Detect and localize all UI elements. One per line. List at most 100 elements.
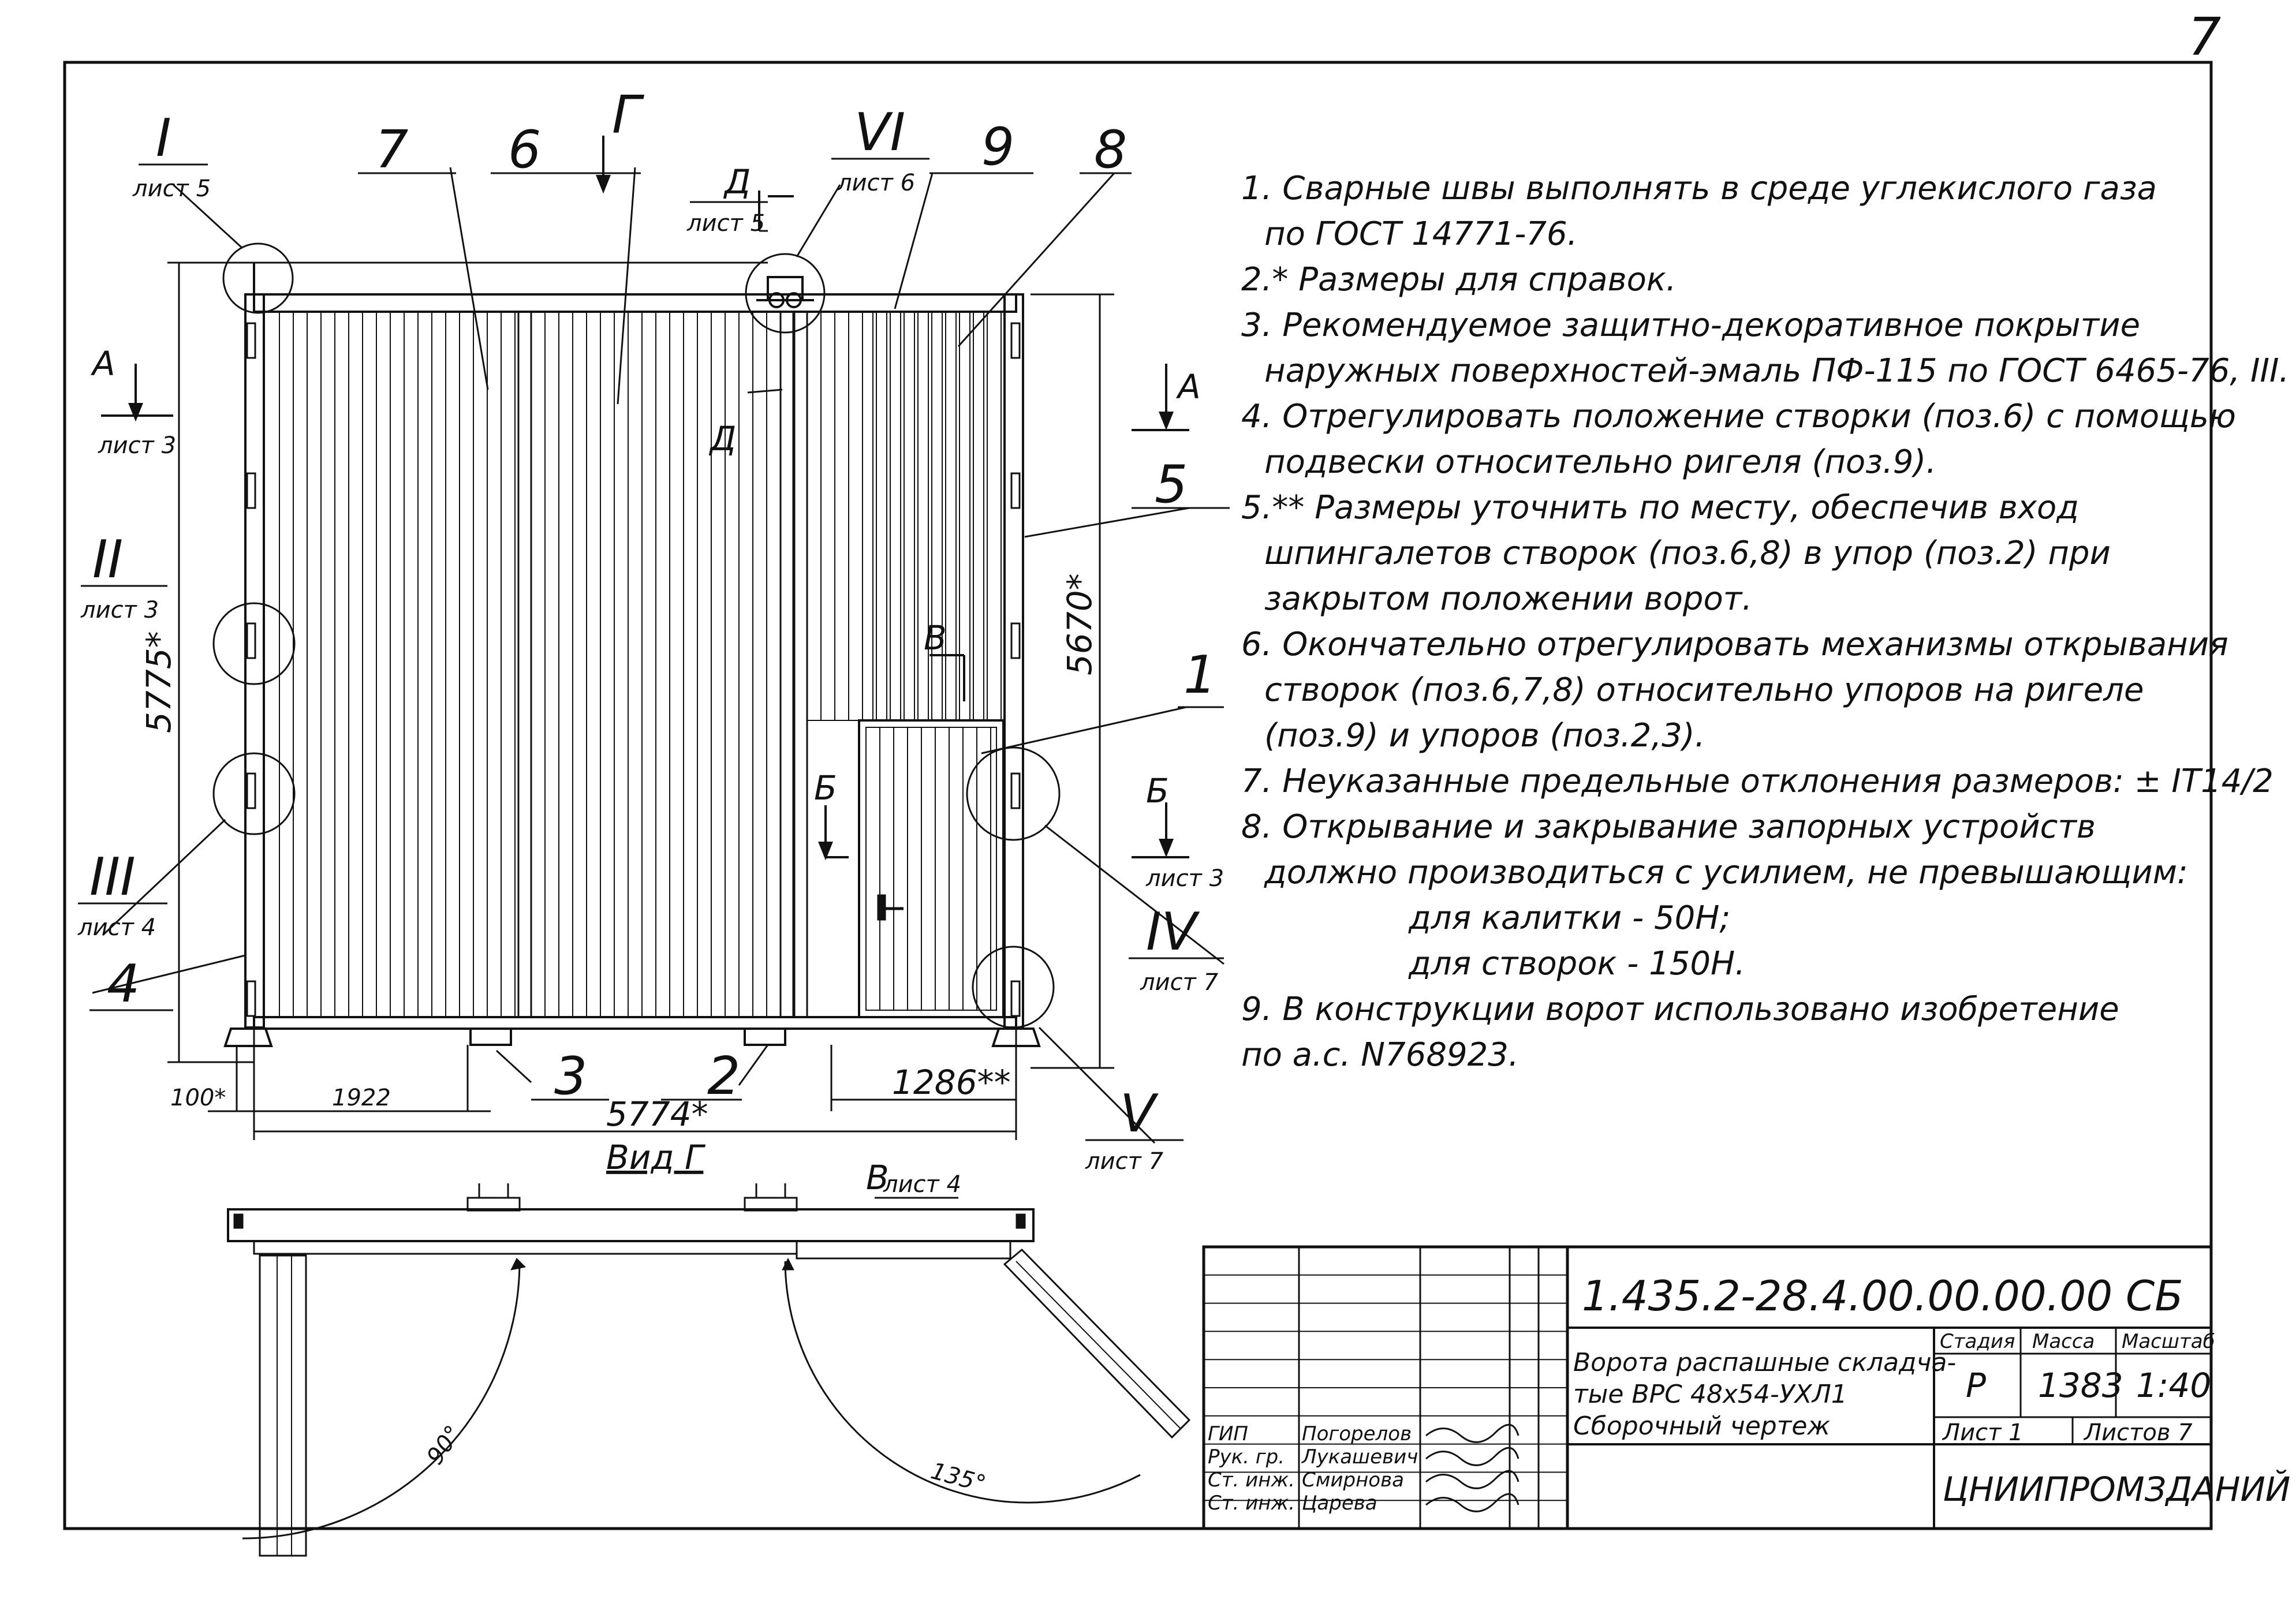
plan-view (227, 1183, 1191, 1557)
note-line: должно производиться с усилием, не превы… (1264, 854, 2188, 891)
callout-IV-sheet: лист 7 (1140, 969, 1219, 996)
hinge-right (1010, 622, 1021, 659)
dimension-lines (167, 261, 1114, 1140)
callout-II-roman: II (92, 529, 123, 590)
plan-rigel (227, 1208, 1035, 1242)
hinge-left (246, 472, 256, 509)
note-line: подвески относительно ригеля (поз.9). (1264, 443, 1936, 481)
note-line: створок (поз.6,7,8) относительно упоров … (1264, 671, 2144, 709)
hinge-right (1010, 322, 1021, 359)
doc-name-line-2: тые ВРС 48х54-УХЛ1 (1573, 1380, 1847, 1409)
note-line: для створок - 150Н. (1408, 945, 1745, 982)
general-notes: 1. Сварные швы выполнять в среде углекис… (1241, 170, 2296, 1074)
title-block-text: 1.435.2-28.4.00.00.00.00 СБ Ворота распа… (1573, 1272, 2290, 1509)
dimension-labels: 5775* 5670* 100* 1922 1286** 5774* Вид Г… (139, 573, 1099, 1497)
dim-angle-left: 90° (422, 1421, 467, 1469)
signature-name: Смирнова (1302, 1469, 1404, 1492)
note-line: 6. Окончательно отрегулировать механизмы… (1241, 626, 2228, 663)
swing-arc-right (784, 1261, 1141, 1504)
gate-feet (223, 1028, 1041, 1047)
hinge-right (1010, 472, 1021, 509)
position-3: 3 (554, 1046, 587, 1107)
section-V-letter: В (866, 1158, 889, 1197)
hinge-right (1010, 980, 1021, 1017)
signature-name: Погорелов (1302, 1422, 1412, 1445)
callout-III-roman: III (89, 847, 136, 907)
organization: ЦНИИПРОМЗДАНИЙ (1943, 1469, 2290, 1509)
dim-offset-left: 100* (170, 1085, 226, 1111)
signature-scribble (1425, 1493, 1520, 1512)
top-rigel (253, 293, 1017, 313)
title-block-rows (1204, 1274, 1567, 1501)
position-4: 4 (107, 954, 140, 1014)
page-number: 7 (2188, 7, 2221, 68)
note-line: 8. Открывание и закрывание запорных устр… (1241, 808, 2096, 846)
leader-lines (92, 167, 1224, 1144)
bottom-frame (253, 1016, 1017, 1030)
mass-header: Масса (2032, 1330, 2095, 1353)
section-V-inner-letter: В (924, 618, 947, 657)
position-2: 2 (707, 1046, 740, 1107)
callout-II-sheet: лист 3 (80, 597, 159, 623)
hinge-left (246, 772, 256, 809)
signature-role: Ст. инж. (1208, 1469, 1295, 1492)
section-B-letter: Б (1146, 771, 1169, 810)
sheet-count: Листов 7 (2083, 1419, 2193, 1446)
position-6: 6 (508, 119, 541, 180)
section-B-sheet: лист 3 (1145, 865, 1224, 892)
note-line: 3. Рекомендуемое защитно-декоративное по… (1241, 307, 2140, 344)
view-marker: Г (612, 85, 645, 145)
section-B-inner-letter: Б (814, 768, 837, 808)
section-labels: А лист 3 А Б лист 3 Б В В лист 4 Д лист … (90, 85, 1224, 1199)
section-D-inner-letter: Д (708, 419, 736, 458)
signature-role: Ст. инж. (1208, 1492, 1295, 1515)
section-A-left-sheet: лист 3 (98, 432, 176, 459)
note-line: по а.с. N768923. (1241, 1036, 1519, 1074)
sheet-number: Лист 1 (1942, 1419, 2024, 1446)
detail-circle-VI (745, 253, 826, 334)
signature-name: Царева (1302, 1492, 1377, 1515)
note-line: 5.** Размеры уточнить по месту, обеспечи… (1241, 489, 2079, 526)
detail-circle-V (972, 946, 1055, 1029)
section-D-letter: Д (723, 162, 751, 201)
callout-I-roman: I (156, 108, 171, 169)
detail-circles (212, 242, 1061, 1029)
callout-III-sheet: лист 4 (77, 914, 156, 941)
gate-slats (279, 312, 1002, 1017)
section-V-sheet: лист 4 (883, 1171, 961, 1198)
note-line: 2.* Размеры для справок. (1241, 261, 1677, 298)
detail-circle-II (212, 602, 296, 685)
signature-scribble (1425, 1424, 1520, 1443)
callout-IV-roman: IV (1146, 902, 1200, 962)
note-line: 7. Неуказанные предельные отклонения раз… (1241, 763, 2273, 800)
signature-name: Лукашевич (1301, 1445, 1418, 1469)
gate-hinges (246, 322, 1021, 1017)
dim-width-right: 1286** (892, 1063, 1011, 1102)
signature-role: ГИП (1208, 1422, 1248, 1445)
stage-value: Р (1966, 1366, 1986, 1405)
hinge-left (246, 980, 256, 1017)
dim-width-left-leaf: 1922 (332, 1085, 391, 1111)
position-5: 5 (1155, 454, 1188, 515)
callout-VI-sheet: лист 6 (837, 170, 915, 196)
callout-labels: I лист 5 VI лист 6 II лист 3 III лист 4 … (77, 102, 1224, 1175)
scale-value: 1:40 (2136, 1366, 2211, 1405)
detail-circle-III (212, 752, 296, 835)
signature-role: Рук. гр. (1208, 1445, 1285, 1469)
hinge-right (1010, 772, 1021, 809)
signature-scribble (1425, 1470, 1520, 1489)
position-labels: 7 6 9 8 5 1 4 3 2 (89, 117, 1230, 1107)
dim-total-width: 5774* (606, 1094, 708, 1134)
note-line: по ГОСТ 14771-76. (1264, 215, 1577, 253)
drawing-frame (63, 61, 2213, 1530)
swing-arc-left (242, 1261, 521, 1540)
note-line: закрытом положении ворот. (1264, 580, 1752, 618)
note-line: 4. Отрегулировать положение створки (поз… (1241, 398, 2236, 435)
dim-height-left: 5775* (139, 631, 178, 733)
callout-I-sheet: лист 5 (132, 175, 211, 202)
note-line: (поз.9) и упоров (поз.2,3). (1264, 717, 1705, 754)
hinge-left (246, 322, 256, 359)
detail-circle-IV (966, 746, 1061, 841)
